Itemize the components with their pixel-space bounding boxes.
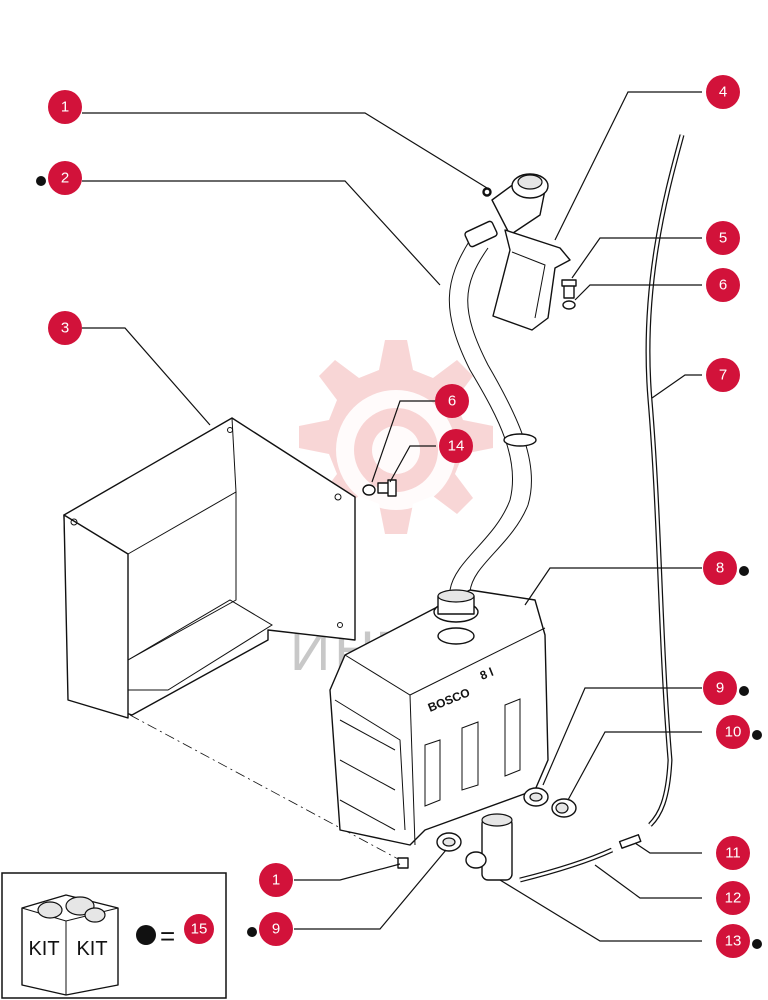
- screw-part-1b: [397, 857, 409, 869]
- kit-marker-dot: [739, 566, 749, 576]
- callout-c2: 2: [36, 161, 82, 195]
- bolt-part-5: [561, 279, 577, 299]
- callout-label: 12: [725, 890, 742, 907]
- callout-label: 10: [725, 724, 742, 741]
- callout-label: 1: [272, 872, 280, 889]
- leader-lines: [82, 91, 702, 942]
- callout-circle: [703, 551, 737, 585]
- kit-callout-circle: [184, 914, 214, 944]
- callout-c7: 7: [706, 358, 740, 392]
- callout-circle: [716, 881, 750, 915]
- connector-part-11: [618, 834, 642, 849]
- pump-part-13: [465, 813, 513, 881]
- callout-circle: [716, 924, 750, 958]
- filler-neck: [482, 173, 549, 236]
- screw-part-1a: [483, 188, 491, 196]
- callout-circle: [706, 268, 740, 302]
- callout-label: 6: [719, 277, 727, 294]
- bolt-part-14: [377, 479, 397, 497]
- kit-marker-dot: [752, 939, 762, 949]
- callout-circle: [48, 161, 82, 195]
- grommet-part-9a: [523, 787, 549, 807]
- kit-dot-icon: [136, 925, 156, 945]
- callout-label: 2: [61, 170, 69, 187]
- kit-label-left: KIT: [28, 938, 59, 960]
- callout-label: 14: [448, 438, 465, 455]
- filler-hose-part-2: [448, 220, 537, 593]
- washer-part-6b: [362, 484, 376, 496]
- callout-label: 3: [61, 320, 69, 337]
- callout-c1b: 1: [259, 863, 293, 897]
- grommet-part-9b: [436, 832, 462, 852]
- kit-marker-dot: [752, 730, 762, 740]
- callout-circle: [435, 384, 469, 418]
- callout-c5: 5: [706, 221, 740, 255]
- callout-label: 6: [448, 393, 456, 410]
- callout-c6a: 6: [706, 268, 740, 302]
- callout-circle: [706, 221, 740, 255]
- reservoir-part-8: BOSCO 8 l: [329, 589, 549, 846]
- callout-c1a: 1: [48, 90, 82, 124]
- callout-c14: 14: [439, 429, 473, 463]
- callout-label: 7: [719, 367, 727, 384]
- kit-marker-dot: [739, 686, 749, 696]
- kit-label-right: KIT: [76, 938, 107, 960]
- legend-equals: =: [160, 921, 175, 951]
- callout-circle: [48, 311, 82, 345]
- callout-c6b: 6: [435, 384, 469, 418]
- callout-label: 4: [719, 84, 727, 101]
- callout-label: 5: [719, 230, 727, 247]
- callout-label: 9: [272, 921, 280, 938]
- callout-c13: 13: [716, 924, 762, 958]
- callout-c12: 12: [716, 881, 750, 915]
- kit-marker-dot: [36, 176, 46, 186]
- callout-circle: [706, 358, 740, 392]
- callout-c8: 8: [703, 551, 749, 585]
- callout-c9b: 9: [247, 912, 293, 946]
- callout-circle: [716, 715, 750, 749]
- callout-circle: [48, 90, 82, 124]
- kit-marker-dot: [247, 927, 257, 937]
- tank-level-marking: 8 l: [478, 665, 496, 683]
- callout-circle: [703, 671, 737, 705]
- callout-label: 9: [716, 680, 724, 697]
- kit-callout-label: 15: [191, 921, 208, 938]
- callout-c10: 10: [716, 715, 762, 749]
- assembly-line: [129, 714, 401, 861]
- callout-circle: [259, 863, 293, 897]
- callout-circle: [439, 429, 473, 463]
- callout-circle: [716, 836, 750, 870]
- callout-c9a: 9: [703, 671, 749, 705]
- callout-label: 13: [725, 933, 742, 950]
- callout-label: 8: [716, 560, 724, 577]
- callout-c11: 11: [716, 836, 750, 870]
- kit-legend: KIT KIT = 15: [1, 872, 227, 999]
- callout-label: 1: [61, 99, 69, 116]
- washer-part-6: [562, 300, 576, 310]
- kit-box-icon: KIT KIT: [21, 894, 119, 996]
- callout-c3: 3: [48, 311, 82, 345]
- bracket-part-4: [492, 229, 571, 331]
- callout-circle: [259, 912, 293, 946]
- plug-part-10: [551, 798, 577, 818]
- callout-circle: [706, 75, 740, 109]
- callout-label: 11: [725, 845, 741, 862]
- cover-part-3: [63, 417, 356, 719]
- callout-c4: 4: [706, 75, 740, 109]
